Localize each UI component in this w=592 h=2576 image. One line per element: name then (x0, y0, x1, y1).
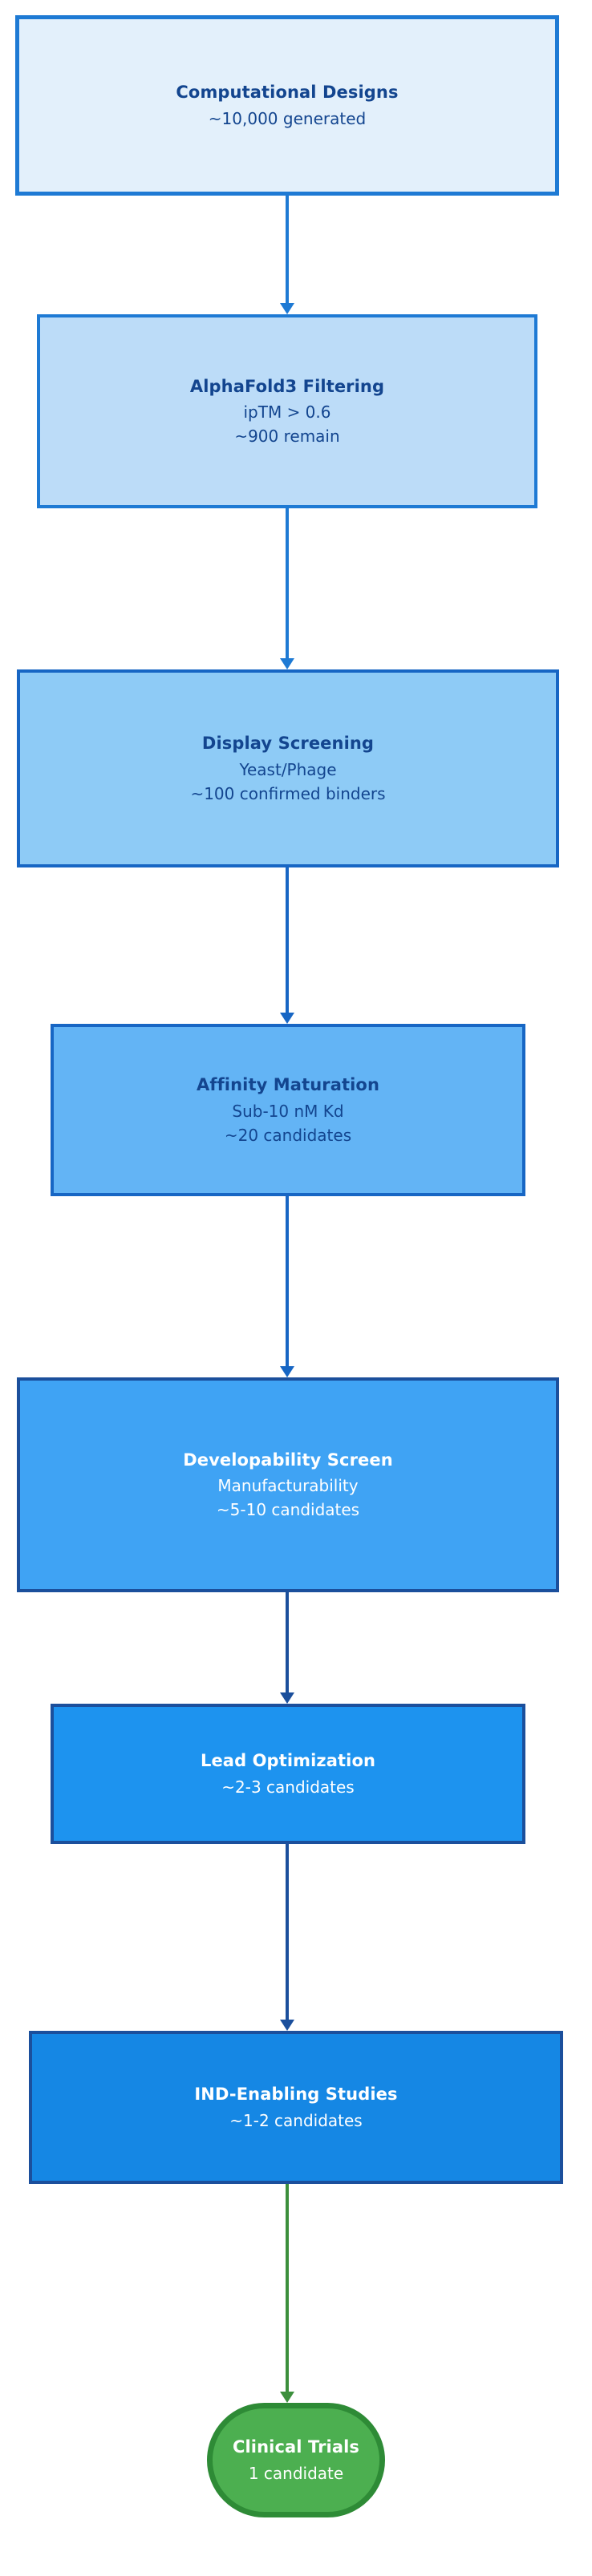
edge-line (286, 196, 289, 304)
arrowhead-icon (280, 1692, 294, 1704)
node-title: Clinical Trials (232, 2437, 360, 2457)
edge-line (286, 1592, 289, 1693)
node-title: IND-Enabling Studies (194, 2085, 398, 2105)
node-subtitle: ~1-2 candidates (229, 2110, 363, 2130)
arrowhead-icon (280, 2392, 294, 2403)
node-title: Developability Screen (183, 1450, 393, 1470)
node-subtitle: Yeast/Phage (239, 759, 337, 779)
node-subtitle: ~10,000 generated (208, 108, 367, 128)
edge-designs-to-filtering (279, 196, 295, 314)
node-subtitle: Sub-10 nM Kd (232, 1101, 344, 1121)
edge-develop-to-lead (279, 1592, 295, 1704)
node-subtitle: ~100 confirmed binders (190, 783, 386, 803)
arrowhead-icon (280, 303, 294, 314)
node-subtitle: ~5-10 candidates (216, 1500, 360, 1520)
edge-ind-to-clinical (279, 2184, 295, 2403)
node-subtitle: ~20 candidates (224, 1125, 352, 1145)
node-subtitle: Manufacturability (217, 1476, 359, 1496)
node-title: Display Screening (201, 734, 375, 754)
node-alphafold3-filtering[interactable]: AlphaFold3 Filtering ipTM > 0.6 ~900 remai… (37, 314, 537, 508)
node-title: AlphaFold3 Filtering (189, 376, 385, 396)
edge-line (286, 1196, 289, 1367)
node-ind-enabling-studies[interactable]: IND-Enabling Studies ~1-2 candidates (29, 2031, 563, 2184)
edge-line (286, 508, 289, 659)
node-clinical-trials[interactable]: Clinical Trials 1 candidate (207, 2403, 385, 2517)
node-subtitle: ~2-3 candidates (221, 1777, 355, 1797)
arrowhead-icon (280, 2020, 294, 2031)
node-subtitle: ~900 remain (234, 427, 340, 447)
edge-line (286, 867, 289, 1013)
edge-filtering-to-display (279, 508, 295, 669)
node-title: Computational Designs (176, 83, 399, 103)
node-subtitle: 1 candidate (248, 2463, 344, 2483)
edge-line (286, 1844, 289, 2020)
node-computational-designs[interactable]: Computational Designs ~10,000 generated (15, 15, 559, 196)
edge-lead-to-ind (279, 1844, 295, 2031)
node-subtitle: ipTM > 0.6 (243, 402, 331, 423)
node-lead-optimization[interactable]: Lead Optimization ~2-3 candidates (51, 1704, 525, 1844)
edge-affinity-to-develop (279, 1196, 295, 1377)
edge-line (286, 2184, 289, 2392)
arrowhead-icon (280, 658, 294, 669)
edge-display-to-affinity (279, 867, 295, 1024)
arrowhead-icon (280, 1013, 294, 1024)
node-title: Lead Optimization (200, 1751, 376, 1771)
node-title: Affinity Maturation (196, 1075, 379, 1095)
arrowhead-icon (280, 1366, 294, 1377)
